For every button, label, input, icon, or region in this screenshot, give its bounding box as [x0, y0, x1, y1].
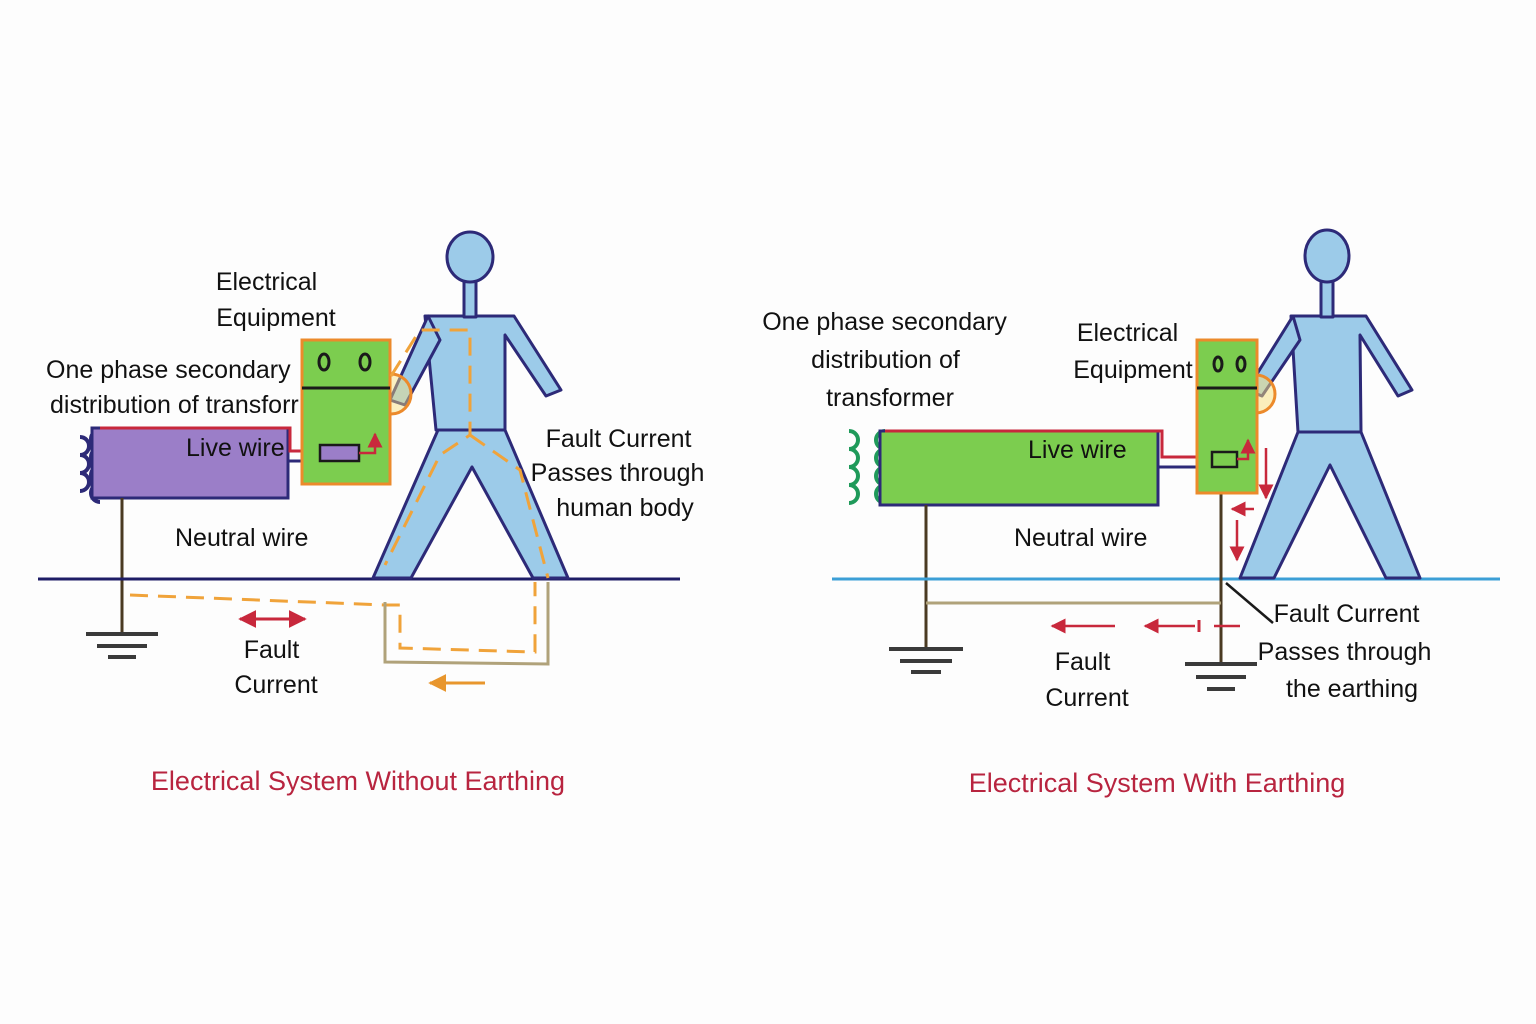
earth-fault-label-right: Fault Current Passes through the earthin…: [1258, 600, 1439, 703]
leader-line-right: [1225, 582, 1274, 624]
fault-path-ground-left: [129, 582, 537, 654]
live-wire-label-right: Live wire: [1028, 436, 1127, 464]
equipment-label-left: Electrical Equipment: [216, 268, 336, 332]
transformer-coil-left: [79, 435, 91, 493]
socket-hole-icon: [358, 352, 372, 372]
fuse-right: [1210, 450, 1239, 469]
socket-hole-icon: [1235, 355, 1247, 373]
transformer-coil-right: [848, 429, 860, 505]
person-left: [371, 230, 570, 580]
transformer-label-right: One phase secondary distribution of tran…: [762, 308, 1014, 412]
equipment-label-right: Electrical Equipment: [1073, 319, 1193, 384]
left-panel: Electrical Equipment One phase secondary…: [38, 230, 712, 796]
transformer-box-right: [878, 429, 1160, 507]
earth-return-left: [383, 582, 550, 666]
ground-fault-label-right: Fault Current: [1045, 648, 1128, 712]
ground-symbol-left: [86, 632, 158, 659]
title-left: Electrical System Without Earthing: [151, 766, 565, 796]
ground-fault-label-left: Fault Current: [234, 636, 317, 699]
right-panel: One phase secondary distribution of tran…: [762, 228, 1500, 798]
fuse-left: [318, 443, 361, 463]
live-wire-right: [885, 429, 1212, 459]
transformer-label-left: One phase secondary distribution of tran…: [46, 356, 299, 419]
socket-hole-icon: [1212, 355, 1224, 373]
neutral-wire-label-right: Neutral wire: [1014, 524, 1147, 552]
ground-symbol-right-equipment: [1185, 662, 1257, 691]
equipment-right: [1195, 338, 1259, 495]
fault-path-body-left: [383, 328, 472, 566]
socket-hole-icon: [317, 352, 331, 372]
ground-symbol-right-transformer: [889, 647, 963, 674]
title-right: Electrical System With Earthing: [969, 768, 1346, 798]
neutral-wire-label-left: Neutral wire: [175, 524, 308, 552]
live-wire-label-left: Live wire: [186, 434, 285, 462]
transformer-box-left: [90, 426, 290, 500]
body-fault-label-left: Fault Current Passes through human body: [531, 425, 712, 522]
equipment-left: [300, 338, 392, 486]
person-right: [1238, 228, 1422, 580]
